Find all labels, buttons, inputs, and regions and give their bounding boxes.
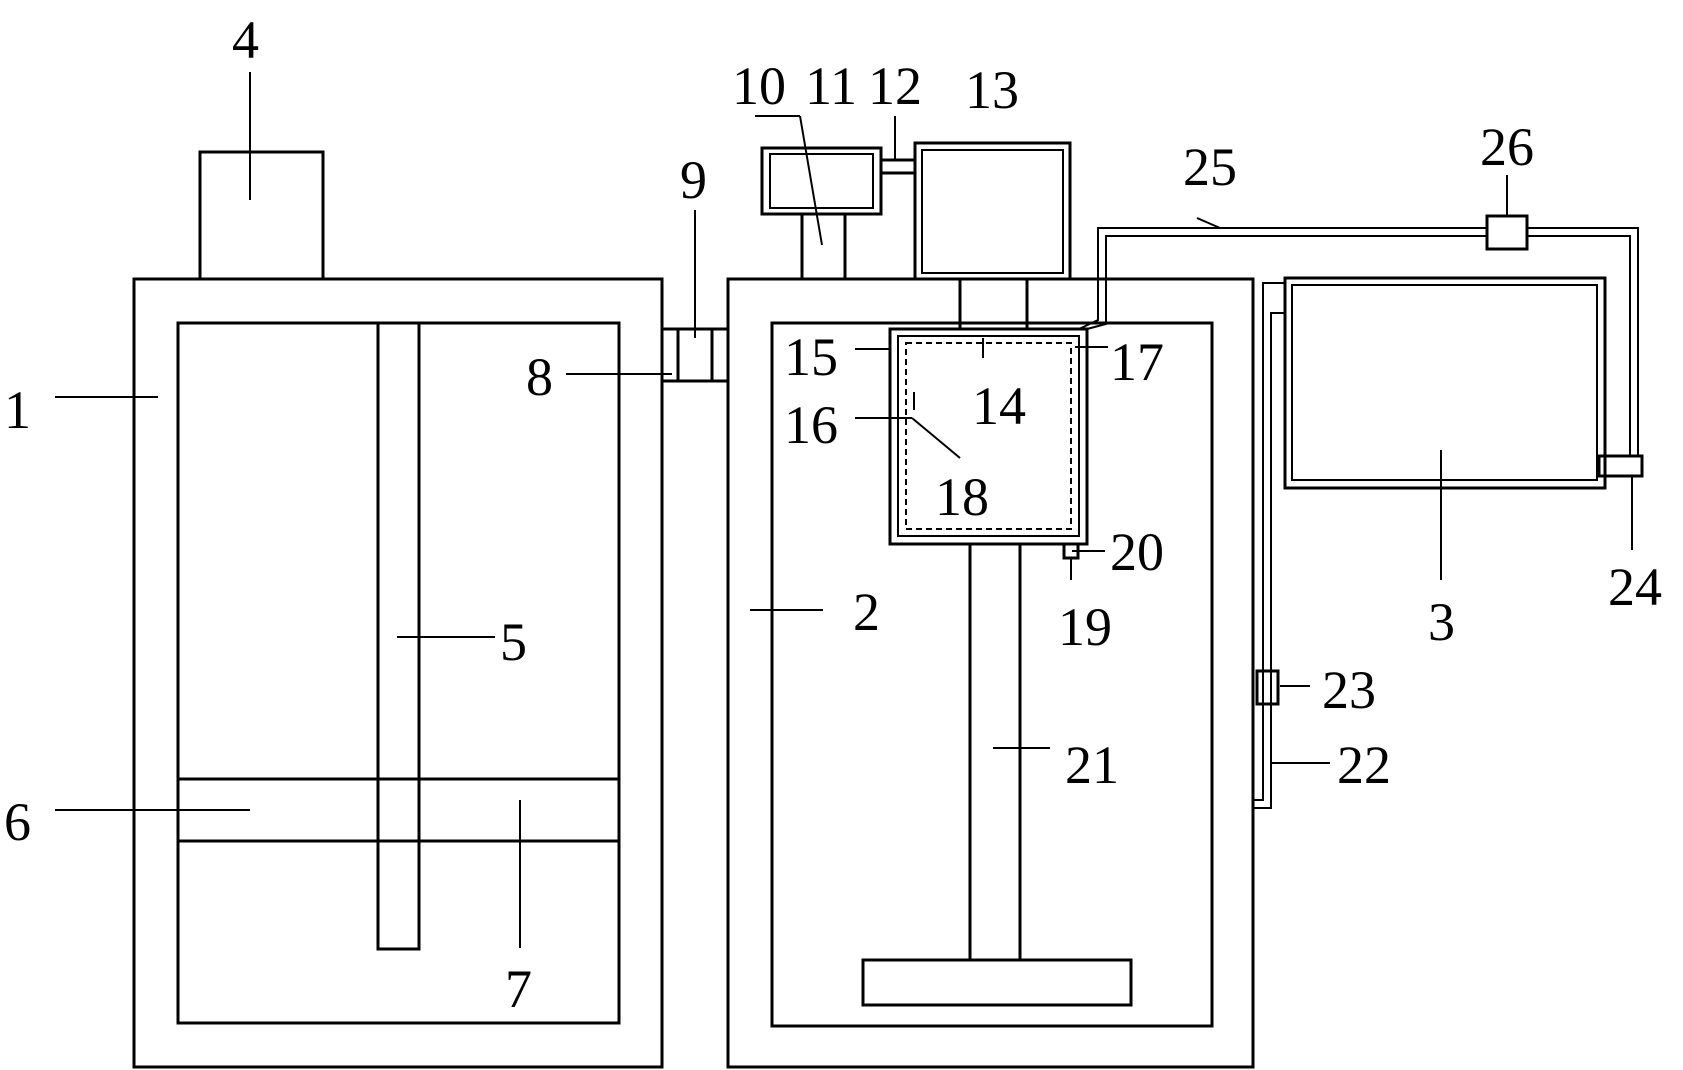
- label-10: 10: [732, 56, 786, 116]
- component-4: [198, 150, 325, 281]
- label-25: 25: [1183, 137, 1237, 197]
- label-26: 26: [1480, 117, 1534, 177]
- label-15: 15: [784, 327, 838, 387]
- label-24: 24: [1608, 557, 1662, 617]
- label-5: 5: [500, 612, 527, 672]
- box-13: [913, 141, 1072, 281]
- leader-lines: [55, 72, 1633, 948]
- label-11: 11: [805, 56, 857, 116]
- label-19: 19: [1058, 597, 1112, 657]
- support-10: [800, 214, 847, 279]
- label-8: 8: [526, 347, 553, 407]
- label-9: 9: [680, 150, 707, 210]
- valve-23: [1255, 669, 1280, 706]
- pipe-22: [1253, 282, 1285, 809]
- label-23: 23: [1322, 660, 1376, 720]
- label-16: 16: [784, 395, 838, 455]
- label-4: 4: [232, 10, 259, 70]
- label-17: 17: [1110, 332, 1164, 392]
- label-13: 13: [965, 60, 1019, 120]
- tank-3: [1283, 276, 1607, 490]
- label-12: 12: [868, 56, 922, 116]
- pipe-12: [881, 158, 915, 175]
- label-21: 21: [1065, 735, 1119, 795]
- valve-26: [1485, 214, 1529, 251]
- label-7: 7: [505, 959, 532, 1019]
- label-2: 2: [853, 582, 880, 642]
- label-1: 1: [4, 380, 31, 440]
- label-20: 20: [1110, 522, 1164, 582]
- chamber-14: [888, 327, 1089, 546]
- label-14: 14: [972, 376, 1026, 436]
- stand-21: [861, 544, 1133, 1007]
- pipe-25: [1078, 227, 1639, 456]
- label-18: 18: [935, 467, 989, 527]
- outlet-24: [1597, 454, 1644, 478]
- label-3: 3: [1428, 592, 1455, 652]
- label-6: 6: [4, 792, 31, 852]
- neck-14: [958, 279, 1029, 329]
- label-22: 22: [1337, 735, 1391, 795]
- box-11: [760, 146, 883, 216]
